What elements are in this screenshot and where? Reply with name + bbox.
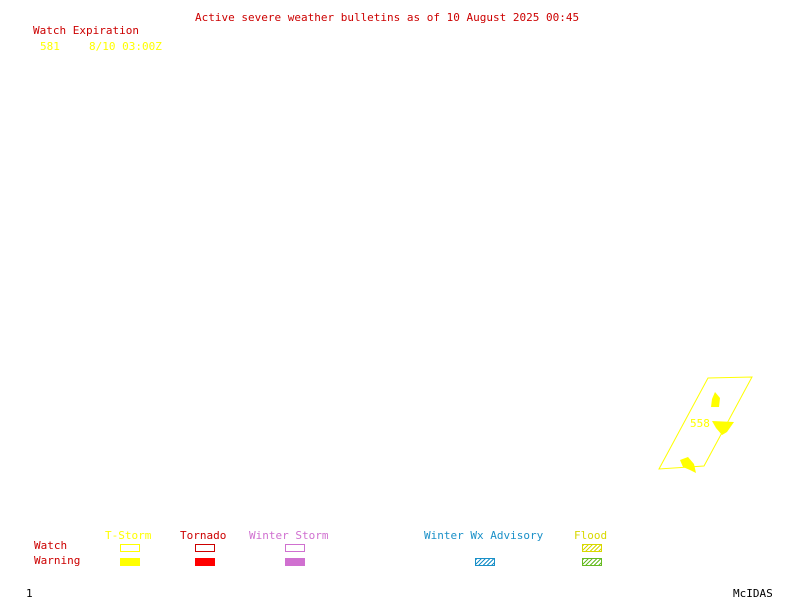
legend-warning-row-label: Warning bbox=[34, 554, 81, 567]
swatch-winter-storm-watch bbox=[285, 544, 305, 552]
watch-expiration-time: 8/10 03:00Z bbox=[89, 40, 162, 53]
warning-cell bbox=[680, 457, 696, 473]
watch-number: 581 bbox=[40, 40, 60, 53]
watch-polygon bbox=[658, 376, 753, 470]
legend-winter-storm-label: Winter Storm bbox=[249, 529, 329, 542]
swatch-tstorm-warning bbox=[120, 558, 140, 566]
swatch-tstorm-watch bbox=[120, 544, 140, 552]
warning-cell bbox=[711, 392, 720, 407]
swatch-tornado-watch bbox=[195, 544, 215, 552]
swatch-flood-warning bbox=[582, 558, 602, 566]
legend-flood-label: Flood bbox=[574, 529, 608, 542]
warning-cell bbox=[712, 421, 734, 435]
legend-winter-advisory-label: Winter Wx Advisory bbox=[424, 529, 544, 542]
mcidas-branding: McIDAS bbox=[733, 587, 773, 600]
watch-expiration-heading: Watch Expiration bbox=[33, 24, 139, 37]
swatch-winter-advisory-warning bbox=[475, 558, 495, 566]
legend-tstorm-label: T-Storm bbox=[105, 529, 152, 542]
frame-number: 1 bbox=[26, 587, 33, 600]
swatch-tornado-warning bbox=[195, 558, 215, 566]
watch-polygon-label: 558 bbox=[690, 417, 710, 430]
swatch-winter-storm-warning bbox=[285, 558, 305, 566]
bulletin-title: Active severe weather bulletins as of 10… bbox=[195, 11, 580, 24]
legend-watch-row-label: Watch bbox=[34, 539, 68, 552]
swatch-flood-watch bbox=[582, 544, 602, 552]
legend-tornado-label: Tornado bbox=[180, 529, 227, 542]
